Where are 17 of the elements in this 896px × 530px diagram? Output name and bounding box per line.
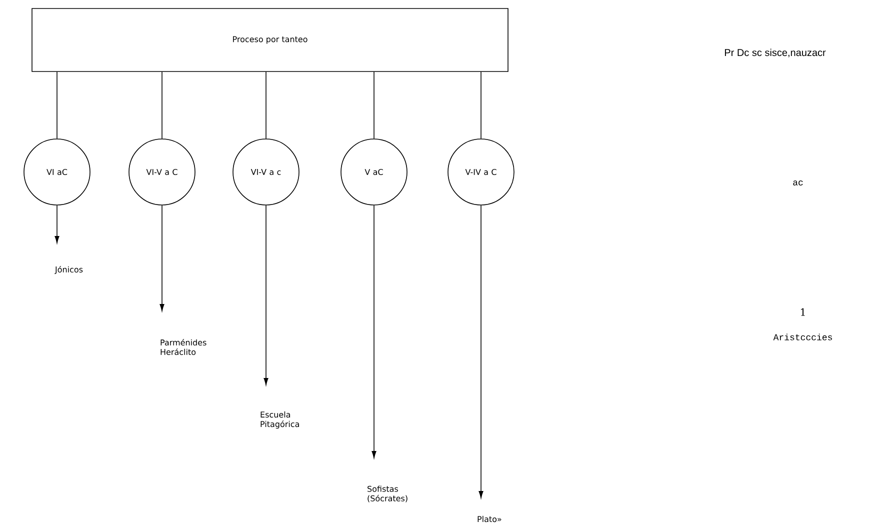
arrow — [264, 205, 268, 386]
note-text: 1 — [801, 308, 805, 316]
note-text: Aristcccies — [773, 334, 832, 340]
arrow — [160, 205, 164, 312]
note-text: Pr Dc sc sisce,nauzacr — [724, 48, 826, 58]
arrow — [372, 205, 376, 458]
school-label: Sofistas (Sócrates) — [368, 486, 408, 502]
school-label: Parménides Heráclito — [160, 339, 206, 355]
note-text: ac — [793, 180, 803, 186]
school-label: Jónicos — [54, 266, 83, 274]
arrow — [54, 205, 60, 244]
school-label: Plato» — [478, 516, 502, 522]
arrow — [478, 205, 484, 498]
connector-line — [480, 72, 482, 139]
process-box: Proceso por tanteo — [32, 8, 508, 72]
school-label: Escuela Pitagórica — [260, 411, 299, 429]
connector-line — [56, 72, 58, 139]
